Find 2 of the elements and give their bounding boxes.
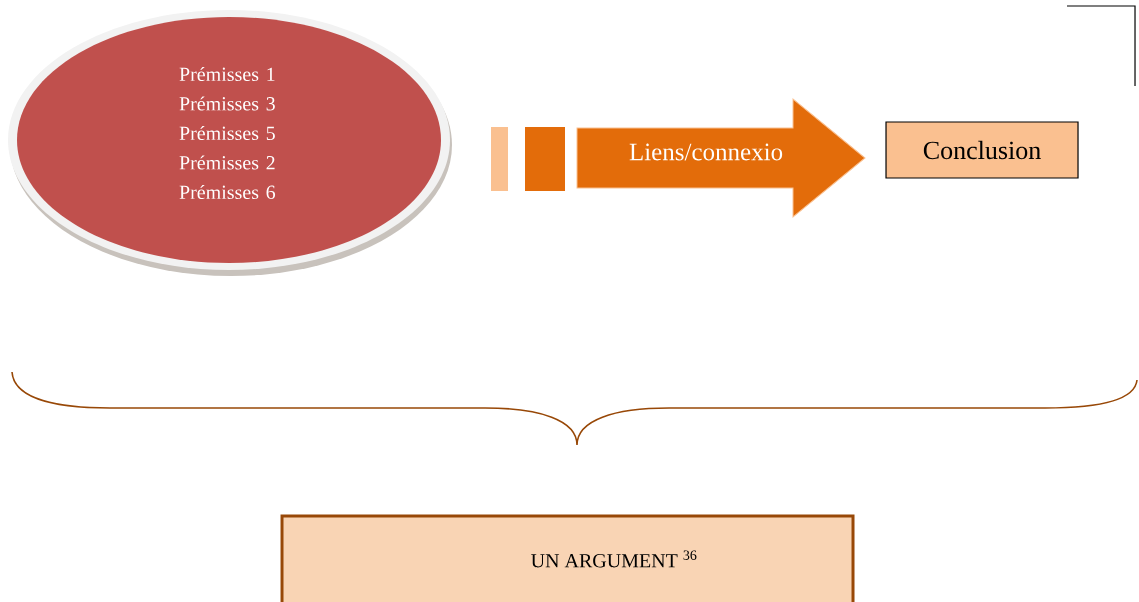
title-panel: UN ARGUMENT $^{36}$ (280, 514, 855, 602)
conclusion-box: Conclusion (885, 121, 1079, 179)
